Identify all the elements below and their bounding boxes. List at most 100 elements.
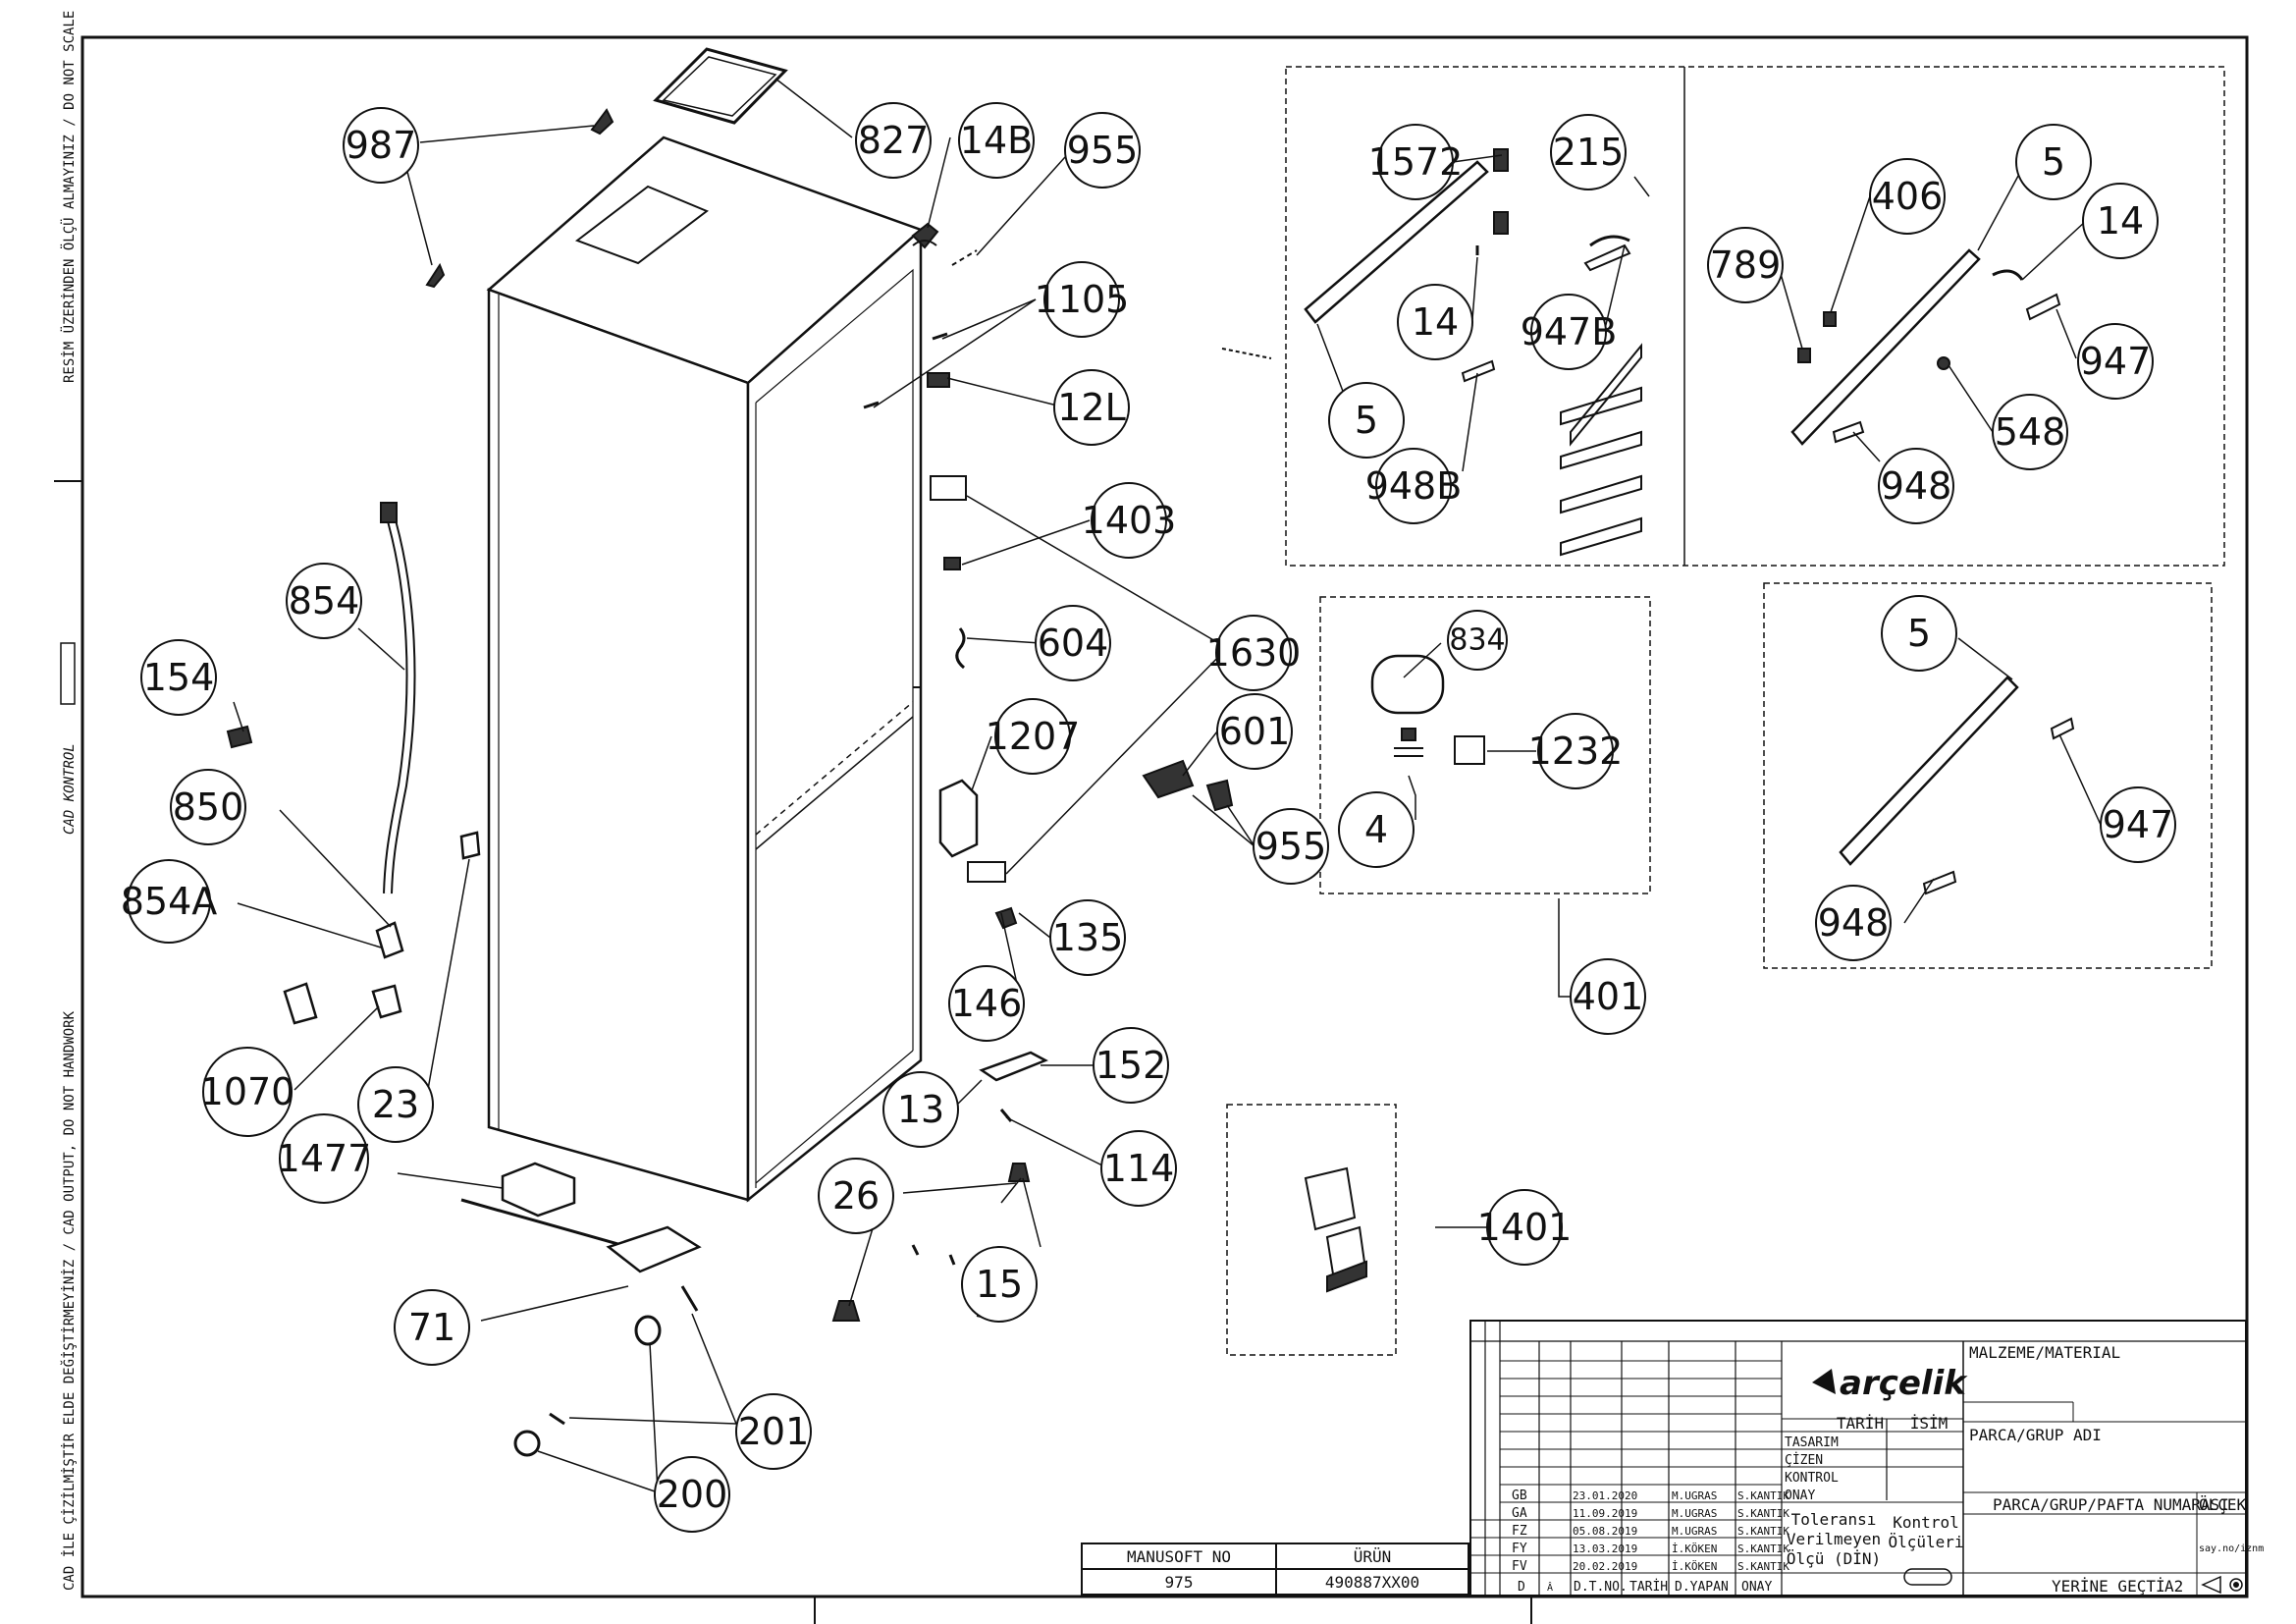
tolerance-line-1: Toleransı bbox=[1791, 1510, 1877, 1529]
svg-text:13.03.2019: 13.03.2019 bbox=[1573, 1543, 1637, 1555]
callout-14B: 14B bbox=[958, 102, 1035, 179]
svg-text:114: 114 bbox=[1103, 1147, 1175, 1190]
urun-value: 490887XX00 bbox=[1325, 1573, 1419, 1592]
tolerance-line-3: Ölçü (DİN) bbox=[1787, 1549, 1881, 1568]
svg-text:1401: 1401 bbox=[1477, 1206, 1573, 1249]
svg-text:604: 604 bbox=[1038, 622, 1109, 665]
callout-1403: 1403 bbox=[1082, 482, 1177, 559]
callout-401: 401 bbox=[1570, 958, 1646, 1035]
svg-text:5: 5 bbox=[1355, 399, 1378, 442]
svg-text:15: 15 bbox=[976, 1263, 1023, 1306]
svg-text:152: 152 bbox=[1095, 1044, 1167, 1087]
callout-154: 154 bbox=[140, 639, 217, 716]
urun-label: ÜRÜN bbox=[1354, 1547, 1392, 1566]
callout-1572: 1572 bbox=[1368, 124, 1463, 200]
callout-1207: 1207 bbox=[986, 698, 1080, 775]
callout-4: 4 bbox=[1338, 791, 1415, 868]
svg-text:1070: 1070 bbox=[200, 1070, 295, 1113]
side-note-cad-kontrol: CAD KONTROL bbox=[62, 743, 78, 835]
callout-1105: 1105 bbox=[1035, 261, 1130, 338]
callout-26: 26 bbox=[818, 1158, 894, 1234]
svg-text:601: 601 bbox=[1219, 710, 1291, 753]
svg-text:850: 850 bbox=[173, 785, 244, 829]
svg-text:71: 71 bbox=[408, 1306, 455, 1349]
svg-text:1403: 1403 bbox=[1082, 499, 1177, 542]
role-drawn: ÇİZEN bbox=[1785, 1452, 1823, 1468]
callout-215: 215 bbox=[1550, 114, 1627, 190]
svg-text:S.KANTIK: S.KANTIK bbox=[1737, 1507, 1789, 1520]
svg-text:201: 201 bbox=[738, 1410, 810, 1453]
svg-text:5: 5 bbox=[2042, 140, 2065, 184]
sheet-size: A2 bbox=[2164, 1577, 2183, 1596]
svg-text:955: 955 bbox=[1067, 129, 1139, 172]
svg-text:14B: 14B bbox=[960, 119, 1033, 162]
callout-948B: 948B bbox=[1365, 448, 1463, 524]
side-note-cad-output: CAD İLE ÇİZİLMİŞTİR ELDE DEĞİŞTİRMEYİNİZ… bbox=[60, 1010, 78, 1591]
svg-text:854A: 854A bbox=[121, 880, 218, 923]
svg-text:947: 947 bbox=[2080, 340, 2152, 383]
callout-5-right: 5 bbox=[2015, 124, 2092, 200]
arcelik-logo-mark-icon bbox=[1812, 1369, 1836, 1394]
svg-text:854: 854 bbox=[289, 579, 360, 623]
svg-text:987: 987 bbox=[346, 124, 417, 167]
callout-827: 827 bbox=[855, 102, 932, 179]
drawing-frame bbox=[54, 35, 2249, 1624]
svg-text:TARİH: TARİH bbox=[1629, 1579, 1668, 1595]
svg-text:D.YAPAN: D.YAPAN bbox=[1675, 1580, 1729, 1595]
callout-23: 23 bbox=[357, 1066, 434, 1143]
control-line-1: Kontrol bbox=[1893, 1513, 1958, 1532]
callout-947B: 947B bbox=[1521, 294, 1617, 370]
callout-152: 152 bbox=[1093, 1027, 1169, 1104]
callout-12L: 12L bbox=[1053, 369, 1130, 446]
detail-contents bbox=[1221, 148, 2075, 1293]
svg-text:26: 26 bbox=[832, 1174, 880, 1218]
svg-text:FV: FV bbox=[1512, 1559, 1527, 1574]
revision-row: FZ 05.08.2019 M.UGRAS S.KANTIK bbox=[1512, 1524, 1789, 1539]
callout-5-left: 5 bbox=[1328, 382, 1405, 459]
callout-1070: 1070 bbox=[200, 1047, 295, 1137]
name-column-header: İSİM bbox=[1910, 1414, 1949, 1433]
role-control: KONTROL bbox=[1785, 1471, 1839, 1486]
svg-text:23.01.2020: 23.01.2020 bbox=[1573, 1489, 1637, 1502]
callout-1477: 1477 bbox=[277, 1113, 371, 1204]
brand-logo: arçelik bbox=[1840, 1364, 1968, 1403]
svg-text:D: D bbox=[1518, 1580, 1525, 1595]
callout-13: 13 bbox=[882, 1071, 959, 1148]
svg-text:13: 13 bbox=[897, 1088, 944, 1131]
svg-text:406: 406 bbox=[1872, 175, 1944, 218]
callout-947-box: 947 bbox=[2100, 786, 2176, 863]
svg-text:955: 955 bbox=[1255, 825, 1327, 868]
leader-lines bbox=[233, 78, 2102, 1493]
svg-text:1232: 1232 bbox=[1528, 730, 1624, 773]
detail-boxes bbox=[1226, 66, 2225, 1356]
side-notes: RESİM ÜZERİNDEN ÖLÇÜ ALMAYINIZ / DO NOT … bbox=[60, 11, 78, 1591]
svg-text:135: 135 bbox=[1052, 916, 1124, 959]
callout-850: 850 bbox=[170, 769, 246, 845]
callout-947-right: 947 bbox=[2077, 323, 2154, 400]
svg-text:948B: 948B bbox=[1365, 464, 1463, 508]
svg-text:05.08.2019: 05.08.2019 bbox=[1573, 1525, 1637, 1538]
callout-406: 406 bbox=[1869, 158, 1946, 235]
title-block-footer: D Â D.T.NO. TARİH D.YAPAN ONAY bbox=[1518, 1579, 1772, 1595]
svg-text:827: 827 bbox=[858, 119, 930, 162]
svg-text:14: 14 bbox=[2097, 199, 2144, 243]
revision-row: FV 20.02.2019 İ.KÖKEN S.KANTIK bbox=[1512, 1559, 1789, 1574]
refrigerator-cabinet bbox=[486, 135, 924, 1203]
manusoft-no-label: MANUSOFT NO bbox=[1127, 1547, 1231, 1566]
svg-text:948: 948 bbox=[1881, 464, 1952, 508]
scale-label: ÖLÇEK bbox=[2199, 1495, 2247, 1514]
svg-text:12L: 12L bbox=[1057, 386, 1126, 429]
svg-text:1105: 1105 bbox=[1035, 278, 1130, 321]
svg-text:154: 154 bbox=[143, 656, 215, 699]
callout-548: 548 bbox=[1992, 394, 2068, 470]
svg-text:GA: GA bbox=[1512, 1506, 1527, 1521]
svg-text:S.KANTIK: S.KANTIK bbox=[1737, 1489, 1789, 1502]
role-approval: ONAY bbox=[1785, 1489, 1815, 1503]
tolerance-line-2: Verilmeyen bbox=[1787, 1530, 1881, 1548]
callout-604: 604 bbox=[1035, 605, 1111, 681]
svg-text:401: 401 bbox=[1573, 975, 1644, 1018]
svg-text:23: 23 bbox=[372, 1083, 419, 1126]
svg-text:834: 834 bbox=[1449, 623, 1505, 658]
callout-146: 146 bbox=[948, 965, 1025, 1042]
